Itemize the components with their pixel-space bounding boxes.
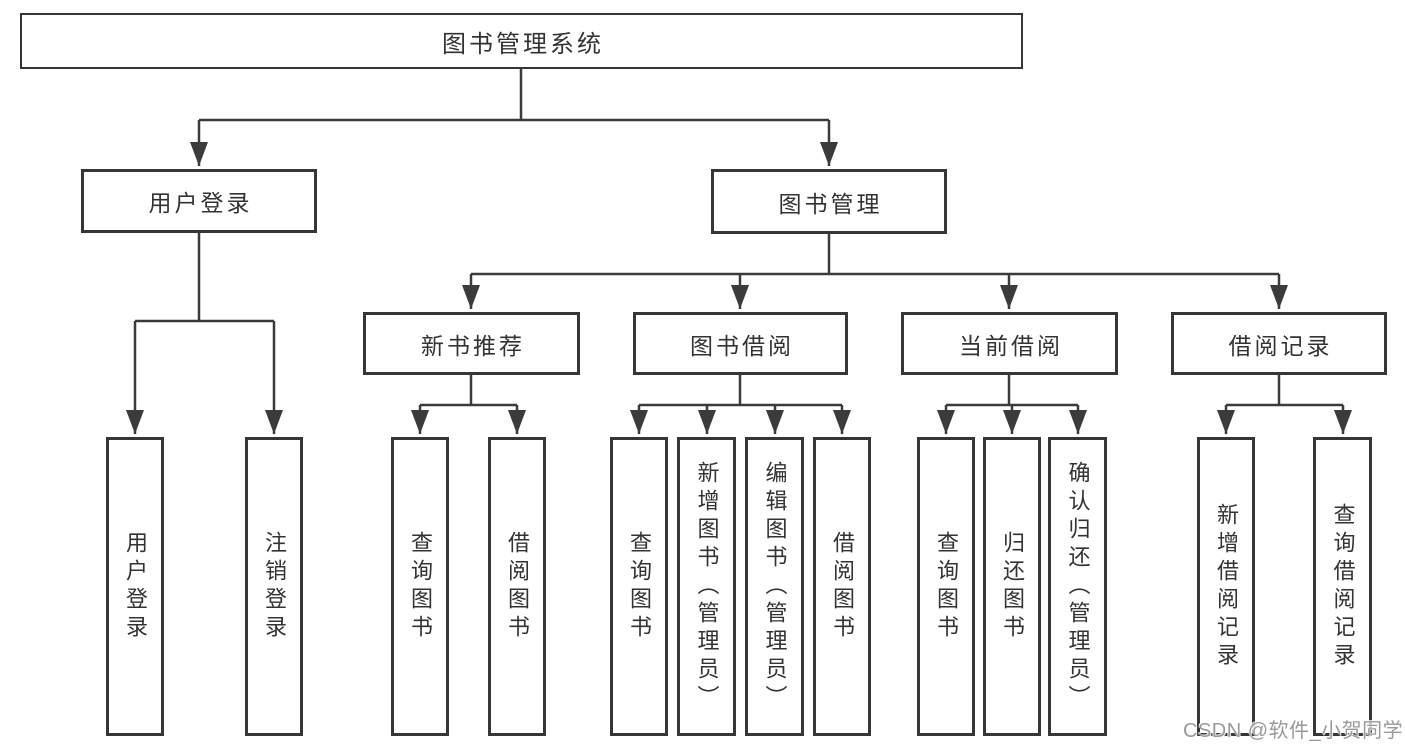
node-label: 用户登录 — [148, 190, 253, 216]
node-label: 借阅记录 — [1228, 332, 1333, 359]
leaf-logout: 注销登录 — [245, 437, 303, 736]
node-label: 查询借阅记录 — [1330, 502, 1356, 671]
node-label: 新增图书（管理员） — [694, 460, 720, 713]
node-label: 新增借阅记录 — [1214, 502, 1239, 671]
node-label: 确认归还（管理员） — [1065, 460, 1091, 713]
node-label: 图书管理系统 — [442, 30, 604, 58]
csdn-watermark: CSDN @软件_小贺同学 — [1183, 720, 1404, 742]
node-label: 用户登录 — [123, 530, 148, 643]
node-library-management-system: 图书管理系统 — [20, 13, 1023, 69]
node-label: 借阅图书 — [505, 530, 530, 643]
node-new-book-recommend: 新书推荐 — [363, 312, 580, 375]
node-book-management: 图书管理 — [711, 169, 947, 234]
leaf-add-books-admin: 新增图书（管理员） — [677, 437, 736, 736]
leaf-query-borrow-record: 查询借阅记录 — [1313, 437, 1372, 736]
leaf-query-books-borrow: 查询图书 — [610, 437, 668, 736]
node-label: 查询图书 — [627, 530, 652, 643]
node-label: 编辑图书（管理员） — [762, 460, 788, 713]
node-label: 归还图书 — [1000, 530, 1025, 643]
leaf-edit-books-admin: 编辑图书（管理员） — [745, 437, 804, 736]
node-label: 查询图书 — [934, 530, 959, 643]
leaf-user-login: 用户登录 — [106, 437, 164, 736]
leaf-return-books: 归还图书 — [983, 437, 1041, 736]
leaf-query-books-recommend: 查询图书 — [391, 437, 449, 736]
node-label: 图书管理 — [778, 190, 883, 217]
node-label: 查询图书 — [408, 530, 433, 643]
leaf-query-books-current: 查询图书 — [917, 437, 975, 736]
node-label: 注销登录 — [262, 530, 287, 643]
node-book-borrow: 图书借阅 — [633, 312, 848, 375]
leaf-borrow-books: 借阅图书 — [813, 437, 871, 736]
leaf-borrow-books-recommend: 借阅图书 — [488, 437, 546, 736]
leaf-confirm-return-admin: 确认归还（管理员） — [1048, 437, 1107, 736]
node-current-borrow: 当前借阅 — [901, 312, 1118, 375]
node-label: 借阅图书 — [830, 530, 855, 643]
node-label: 图书借阅 — [690, 332, 794, 359]
node-borrow-record: 借阅记录 — [1171, 312, 1387, 375]
node-label: 新书推荐 — [421, 332, 525, 359]
node-user-login: 用户登录 — [81, 169, 317, 233]
leaf-add-borrow-record: 新增借阅记录 — [1197, 437, 1255, 736]
node-label: 当前借阅 — [959, 332, 1063, 359]
